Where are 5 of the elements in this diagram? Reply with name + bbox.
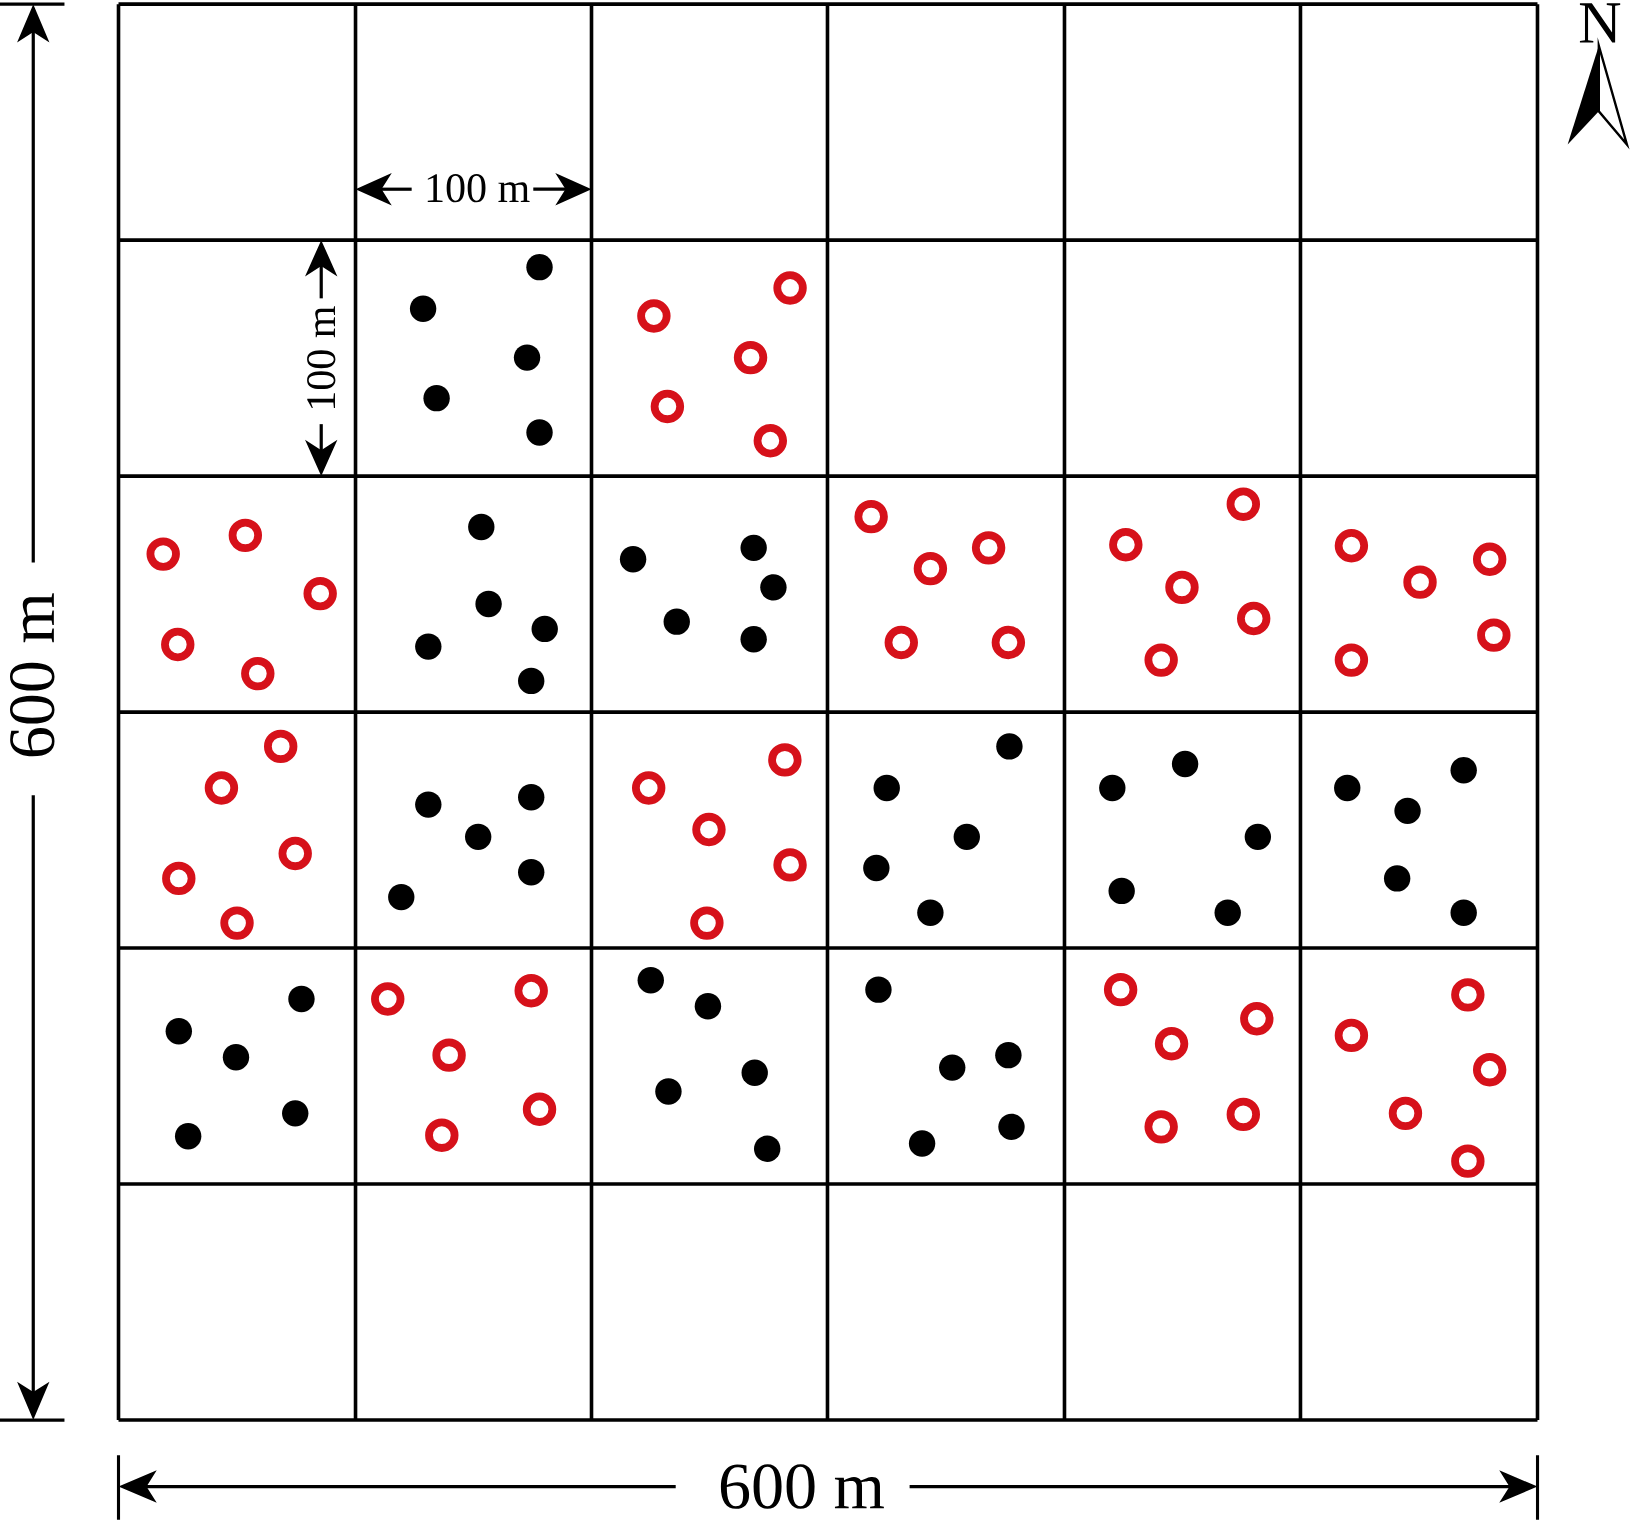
- dimension-label: 600 m: [9, 593, 55, 757]
- dimension-label: 100 m: [307, 306, 336, 408]
- dimension-label: 600 m: [720, 1464, 884, 1509]
- dimension-label: 100 m: [427, 174, 530, 203]
- north-label: N: [1579, 3, 1621, 43]
